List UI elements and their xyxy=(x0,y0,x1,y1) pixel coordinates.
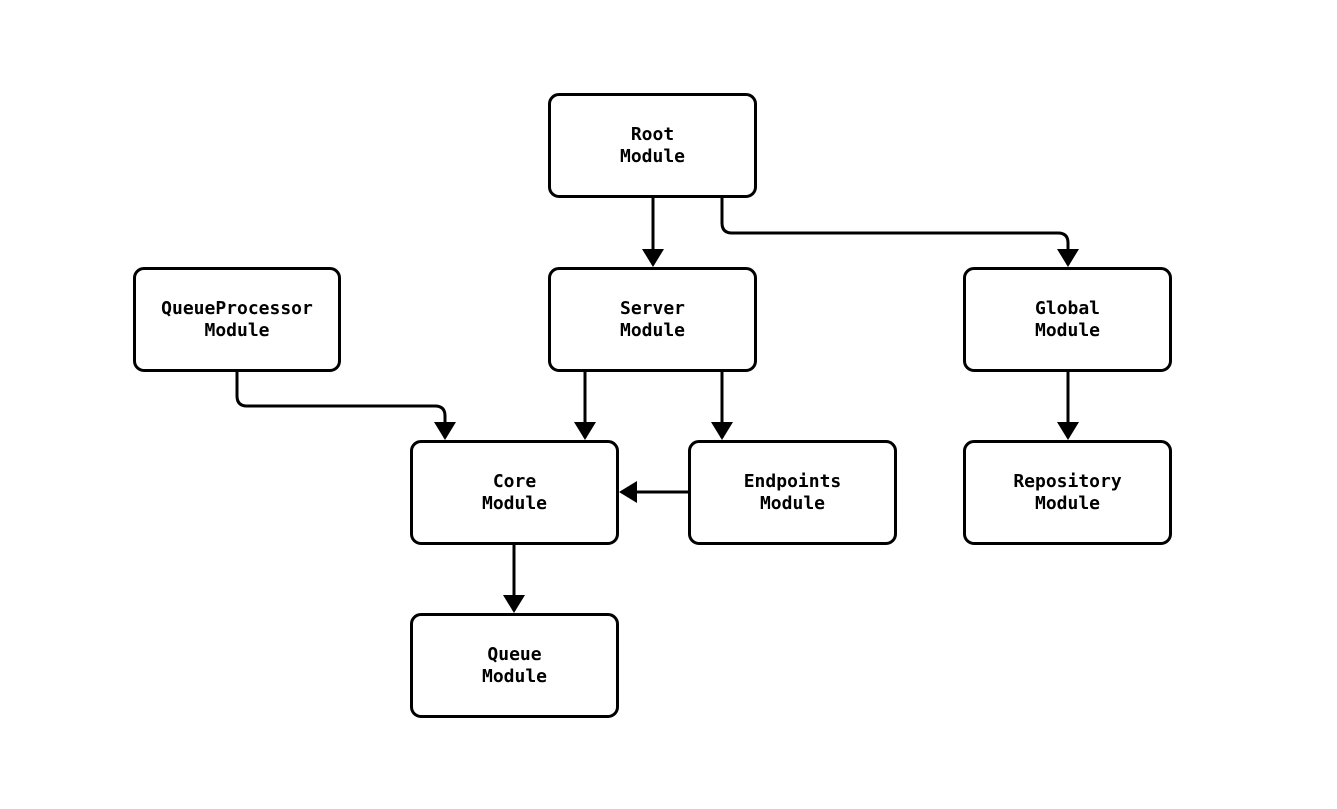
node-label: Core Module xyxy=(481,470,548,514)
node-label: QueueProcessor Module xyxy=(161,297,313,341)
node-label: Global Module xyxy=(1034,297,1101,341)
node-label: Server Module xyxy=(619,297,686,341)
node-root: Root Module xyxy=(548,93,757,198)
node-queue: Queue Module xyxy=(410,613,619,718)
edge-root-to-global xyxy=(720,198,1079,267)
node-global: Global Module xyxy=(963,267,1172,372)
node-repository: Repository Module xyxy=(963,440,1172,545)
node-label: Endpoints Module xyxy=(743,470,842,514)
node-label: Queue Module xyxy=(481,643,548,687)
node-queueprocessor: QueueProcessor Module xyxy=(133,267,341,372)
node-server: Server Module xyxy=(548,267,757,372)
node-core: Core Module xyxy=(410,440,619,545)
node-label: Repository Module xyxy=(1013,470,1122,514)
node-label: Root Module xyxy=(619,123,686,167)
edge-queueprocessor-to-core xyxy=(235,372,456,440)
node-endpoints: Endpoints Module xyxy=(688,440,897,545)
